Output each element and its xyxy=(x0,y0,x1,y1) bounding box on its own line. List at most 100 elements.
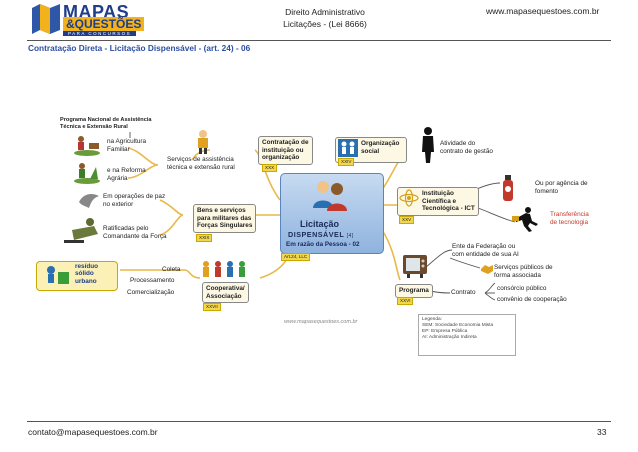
recycling-icon xyxy=(47,266,69,284)
org-social-line-1: Organização xyxy=(361,140,400,147)
peace-dove-icon xyxy=(79,194,99,208)
people-icon xyxy=(338,139,358,157)
bens-line-3: Forças Singulares xyxy=(197,222,253,230)
bens-tag: XXIX xyxy=(196,234,213,242)
legend-title: Legenda: xyxy=(422,317,443,322)
reforma-line-1: e na Reforma xyxy=(107,167,146,174)
map-icon xyxy=(32,4,60,34)
contratacao-line-1: Contratação de xyxy=(262,139,309,146)
ict-tag: XXV xyxy=(399,216,415,224)
servicos-line-2: técnica e extensão rural xyxy=(167,163,235,171)
servicos-publicos-line-2: forma associada xyxy=(494,271,541,279)
fire-extinguisher-icon xyxy=(503,175,513,201)
farmer-icon xyxy=(74,136,100,156)
subject-line-1: Direito Administrativo xyxy=(285,7,365,17)
cooperativa-node: Cooperativa/ Associação xyxy=(202,282,249,304)
servicos-assistencia-label: Serviços de assistência técnica e extens… xyxy=(167,156,235,171)
cooperativa-tag: XXVII xyxy=(203,303,221,311)
program-title-line-2: Técnica e Extensão Rural xyxy=(60,124,128,130)
reforma-agraria-label: e na Reforma Agrária xyxy=(107,167,146,182)
agencia-line-1: Ou por agência de xyxy=(535,180,588,187)
page-subtitle: Contratação Direta - Licitação Dispensáv… xyxy=(28,43,251,53)
technician-icon xyxy=(198,130,208,154)
legend: Legenda: SEM: Sociedade Economia Mista E… xyxy=(418,314,516,356)
running-man-icon xyxy=(512,207,538,232)
org-social-tag: XXIV xyxy=(338,158,355,166)
legend-item-ai: AI: Administração Indireta xyxy=(422,335,477,340)
reforma-line-2: Agrária xyxy=(107,174,128,182)
consorcio-label: consórcio público xyxy=(497,285,547,292)
servicos-publicos-label: Serviços públicos de forma associada xyxy=(494,264,553,279)
ratificadas-line-2: Comandante da Força xyxy=(103,232,167,240)
science-atom-icon xyxy=(399,189,419,207)
atividade-label: Atividade do contrato de gestão xyxy=(440,140,493,155)
transferencia-line-2: de tecnologia xyxy=(550,218,589,226)
footer-email[interactable]: contato@mapasequestoes.com.br xyxy=(28,427,158,437)
contratacao-line-3: organização xyxy=(262,154,300,162)
center-title: Licitação xyxy=(300,219,340,229)
convenio-label: convênio de cooperação xyxy=(497,296,567,303)
bens-line-1: Bens e serviços xyxy=(197,207,246,214)
logo xyxy=(30,2,130,38)
logo-text-bottom: &QUESTÕES xyxy=(63,17,145,31)
contrato-label: Contrato xyxy=(451,289,476,296)
paz-label: Em operações de paz no exterior xyxy=(103,193,165,208)
paz-line-1: Em operações de paz xyxy=(103,193,166,200)
coop-line-1: Cooperativa/ xyxy=(206,285,245,292)
contratacao-instituicao-node: Contratação de instituição ou organizaçã… xyxy=(258,136,313,165)
ente-federacao-label: Ente da Federação ou com entidade de sua… xyxy=(452,243,519,258)
center-subtitle-text: DISPENSÁVEL xyxy=(288,230,345,239)
center-note: [4] xyxy=(346,233,354,239)
ict-line-1: Instituição xyxy=(422,190,454,197)
ict-line-2: Científica e xyxy=(422,197,457,205)
ict-line-3: Tecnológica - ICT xyxy=(422,205,475,213)
program-title-line-1: Programa Nacional de Assistência xyxy=(60,117,152,123)
agri-familiar-line-1: na Agricultura xyxy=(107,138,147,145)
agencia-line-2: fomento xyxy=(535,187,559,195)
servicos-publicos-line-1: Serviços públicos de xyxy=(494,264,553,271)
agri-familiar-label: na Agricultura Familiar xyxy=(107,138,146,153)
agrarian-reform-icon xyxy=(74,163,100,184)
handshake-icon xyxy=(481,265,493,274)
ratificadas-label: Ratificadas pelo Comandante da Força xyxy=(103,225,167,240)
center-tag: Art.24, LLC xyxy=(281,253,311,261)
atividade-line-2: contrato de gestão xyxy=(440,147,493,155)
legend-item-sem: SEM: Sociedade Economia Mista xyxy=(422,323,494,328)
residuo-line-1: resíduo xyxy=(75,263,99,270)
residuo-line-3: urbano xyxy=(75,277,97,285)
subject-line-2: Licitações - (Lei 8666) xyxy=(283,19,367,29)
programa-tag: XXVI xyxy=(397,297,414,305)
atividade-line-1: Atividade do xyxy=(440,140,476,147)
bens-servicos-node: Bens e serviços para militares das Força… xyxy=(193,204,257,233)
residuo-label: resíduo sólido urbano xyxy=(75,263,98,285)
soldier-icon xyxy=(64,218,98,243)
transferencia-label: Transferência de tecnologia xyxy=(550,211,589,226)
residuo-line-2: sólido xyxy=(75,270,94,278)
processamento-label: Processamento xyxy=(130,277,175,284)
footer-divider xyxy=(27,421,611,422)
cooperative-people-icon xyxy=(203,261,245,277)
bens-line-2: para militares das xyxy=(197,214,252,222)
coop-line-2: Associação xyxy=(206,292,242,300)
servicos-line-1: Serviços de assistência xyxy=(167,156,234,163)
program-title: Programa Nacional de Assistência Técnica… xyxy=(60,117,152,131)
agencia-fomento-label: Ou por agência de fomento xyxy=(535,180,588,195)
contratacao-line-2: instituição ou xyxy=(262,146,304,154)
agri-familiar-line-2: Familiar xyxy=(107,145,130,153)
transferencia-line-1: Transferência xyxy=(550,211,589,218)
coleta-label: Coleta xyxy=(162,266,181,273)
comercializacao-label: Comercialização xyxy=(127,289,175,296)
header-divider xyxy=(27,40,611,41)
org-social-label: Organização social xyxy=(361,140,399,155)
ente-line-1: Ente da Federação ou xyxy=(452,243,516,250)
center-caption: Em razão da Pessoa - 02 xyxy=(286,241,360,248)
page-number: 33 xyxy=(597,427,607,437)
businessman-icon xyxy=(422,127,434,163)
people-group-icon xyxy=(313,181,347,211)
ratificadas-line-1: Ratificadas pelo xyxy=(103,225,149,232)
legend-item-ep: EP: Empresa Pública xyxy=(422,329,468,334)
logo-tagline: PARA CONCURSOS xyxy=(63,31,137,36)
website-link[interactable]: www.mapasequestoes.com.br xyxy=(486,6,600,16)
subject: Direito Administrativo Licitações - (Lei… xyxy=(270,6,380,30)
center-subtitle: DISPENSÁVEL [4] xyxy=(288,230,354,239)
